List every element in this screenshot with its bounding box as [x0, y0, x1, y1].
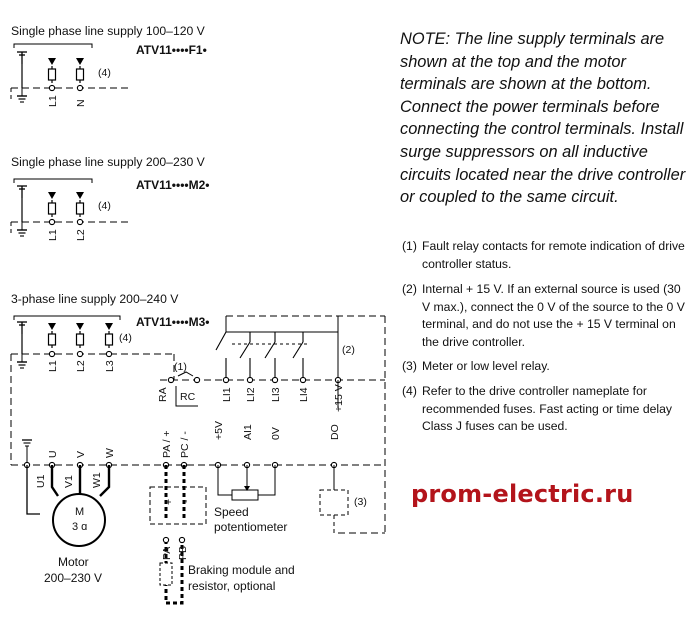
braking-plus: +	[163, 499, 175, 505]
braking-module: + - PA PB Braking module and resistor, o…	[149, 465, 295, 605]
control-terminal-label: LI4	[298, 387, 310, 402]
fuse-note-1: (4)	[98, 67, 111, 79]
terminal-label: L1	[47, 95, 59, 107]
fuse-note-2: (4)	[98, 200, 111, 212]
power-terminal-strip: U V W PA / + PC / - +5V AI1 0V DO	[11, 380, 360, 490]
meter-relay: (3)	[319, 489, 367, 533]
winding-label: W1	[91, 472, 103, 488]
watermark: prom-electric.ru	[411, 480, 634, 508]
winding-label: U1	[35, 474, 47, 488]
speed-potentiometer: Speed potentiometer	[214, 465, 287, 534]
braking-minus: -	[180, 499, 192, 503]
terminal-label: L2	[75, 229, 87, 241]
terminal-label: DO	[329, 424, 341, 440]
terminal-label: PC / -	[179, 431, 191, 458]
supply-title-3: 3-phase line supply 200–240 V	[11, 292, 179, 306]
braking-label-1: Braking module and	[188, 563, 295, 577]
terminal-label: 0V	[270, 427, 282, 440]
footnote: (3) Meter or low level relay.	[402, 358, 692, 376]
footnote-text: Internal + 15 V. If an external source i…	[422, 282, 685, 349]
relay-terminal-label: RC	[180, 391, 196, 403]
footnote: (2) Internal + 15 V. If an external sour…	[402, 281, 692, 351]
braking-label-2: resistor, optional	[188, 579, 275, 593]
footnote: (1) Fault relay contacts for remote indi…	[402, 238, 692, 273]
supply-section-2: Single phase line supply 200–230 V ATV11…	[10, 155, 209, 241]
footnote-number: (1)	[402, 239, 417, 253]
relay-terminal-label: RA	[157, 387, 169, 402]
control-switches: (2)	[215, 316, 355, 380]
motor-voltage: 200–230 V	[44, 571, 102, 585]
terminal-label: L1	[47, 360, 59, 372]
fuse-note-3: (4)	[119, 332, 132, 344]
motor-symbol: M	[75, 506, 84, 518]
braking-terminal-label: PB	[177, 546, 189, 560]
relay-note: (1)	[174, 361, 187, 373]
control-terminal-label: LI3	[270, 387, 282, 402]
supply-section-1: Single phase line supply 100–120 V ATV11…	[10, 24, 207, 107]
terminal-label: L1	[47, 229, 59, 241]
motor-phases: 3 ɑ	[72, 521, 87, 533]
terminal-label: L2	[75, 360, 87, 372]
terminal-label: AI1	[242, 424, 254, 440]
winding-label: V1	[63, 475, 75, 488]
drive-model-2: ATV11••••M2•	[136, 178, 209, 192]
meter-note: (3)	[354, 496, 367, 508]
terminal-label: U	[47, 450, 59, 458]
terminal-label: +5V	[213, 421, 225, 440]
footnote-number: (4)	[402, 384, 417, 398]
control-terminal-label: +15 V	[333, 384, 345, 412]
supply-title-1: Single phase line supply 100–120 V	[11, 24, 206, 38]
motor: M 3 ɑ U1 V1 W1 Motor 200–230 V	[26, 465, 111, 585]
supply-section-3: 3-phase line supply 200–240 V ATV11••••M…	[11, 292, 209, 372]
terminal-label: V	[75, 451, 87, 458]
drive-model-3: ATV11••••M3•	[136, 315, 209, 329]
terminal-label: L3	[104, 360, 116, 372]
terminal-label: N	[75, 99, 87, 107]
control-terminal-label: LI2	[245, 387, 257, 402]
terminal-label: W	[104, 448, 116, 458]
footnote-number: (2)	[402, 282, 417, 296]
footnote: (4) Refer to the drive controller namepl…	[402, 383, 692, 436]
pot-label-2: potentiometer	[214, 520, 287, 534]
pot-label-1: Speed	[214, 505, 249, 519]
control-note: (2)	[342, 344, 355, 356]
footnote-text: Refer to the drive controller nameplate …	[422, 384, 672, 433]
drive-model-1: ATV11••••F1•	[136, 43, 207, 57]
note-paragraph: NOTE: The line supply terminals are show…	[400, 30, 686, 207]
control-terminal-strip: (1) RA RC LI1 LI2 LI3 LI4 +15 V	[157, 361, 385, 412]
terminal-label: PA / +	[161, 430, 173, 458]
footnote-number: (3)	[402, 359, 417, 373]
control-terminal-label: LI1	[221, 387, 233, 402]
footnote-text: Fault relay contacts for remote indicati…	[422, 239, 685, 271]
supply-title-2: Single phase line supply 200–230 V	[11, 155, 206, 169]
braking-terminal-label: PA	[161, 547, 173, 560]
footnote-text: Meter or low level relay.	[422, 359, 550, 373]
motor-label: Motor	[58, 555, 89, 569]
